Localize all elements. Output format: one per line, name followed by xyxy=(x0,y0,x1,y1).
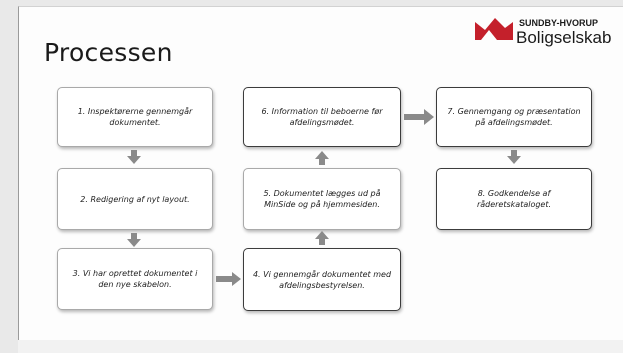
step-5-text: 5. Dokumentet lægges ud på MinSide og på… xyxy=(263,189,381,209)
slide-title: Processen xyxy=(44,38,173,67)
step-7-text: 7. Gennemgang og præsentation på afdelin… xyxy=(447,107,581,127)
slide-bottom-strip xyxy=(18,340,623,353)
step-3-box: 3. Vi har oprettet dokumentet i den nye … xyxy=(57,248,213,310)
step-5-box: 5. Dokumentet lægges ud på MinSide og på… xyxy=(243,168,401,230)
step-4-text: 4. Vi gennemgår dokumentet med afdelings… xyxy=(252,269,392,290)
arrow-down-icon xyxy=(127,233,141,247)
logo-bottom-text: Boligselskab xyxy=(516,28,612,47)
logo-top-text: SUNDBY-HVORUP xyxy=(519,18,599,28)
company-logo: SUNDBY-HVORUP Boligselskab xyxy=(475,16,623,56)
arrow-right-icon xyxy=(216,272,241,286)
step-2-text: 2. Redigering af nyt layout. xyxy=(80,194,190,204)
step-6-text: 6. Information til beboerne før afdeling… xyxy=(261,107,383,127)
step-7-box: 7. Gennemgang og præsentation på afdelin… xyxy=(436,87,592,147)
step-8-text: 8. Godkendelse af råderetskataloget. xyxy=(476,189,552,209)
arrow-up-icon xyxy=(315,231,329,245)
arrow-right-icon xyxy=(404,109,434,125)
arrow-down-icon xyxy=(127,150,141,164)
arrow-down-icon xyxy=(507,150,521,164)
step-6-box: 6. Information til beboerne før afdeling… xyxy=(243,87,401,147)
step-8-box: 8. Godkendelse af råderetskataloget. xyxy=(436,168,592,230)
logo-mark-icon xyxy=(475,18,513,40)
step-3-text: 3. Vi har oprettet dokumentet i den nye … xyxy=(72,269,198,289)
step-1-box: 1. Inspektørerne gennemgår dokumentet. xyxy=(57,87,213,147)
arrow-up-icon xyxy=(315,151,329,165)
step-1-text: 1. Inspektørerne gennemgår dokumentet. xyxy=(77,107,193,127)
step-4-box: 4. Vi gennemgår dokumentet med afdelings… xyxy=(243,248,401,311)
step-2-box: 2. Redigering af nyt layout. xyxy=(57,168,213,230)
